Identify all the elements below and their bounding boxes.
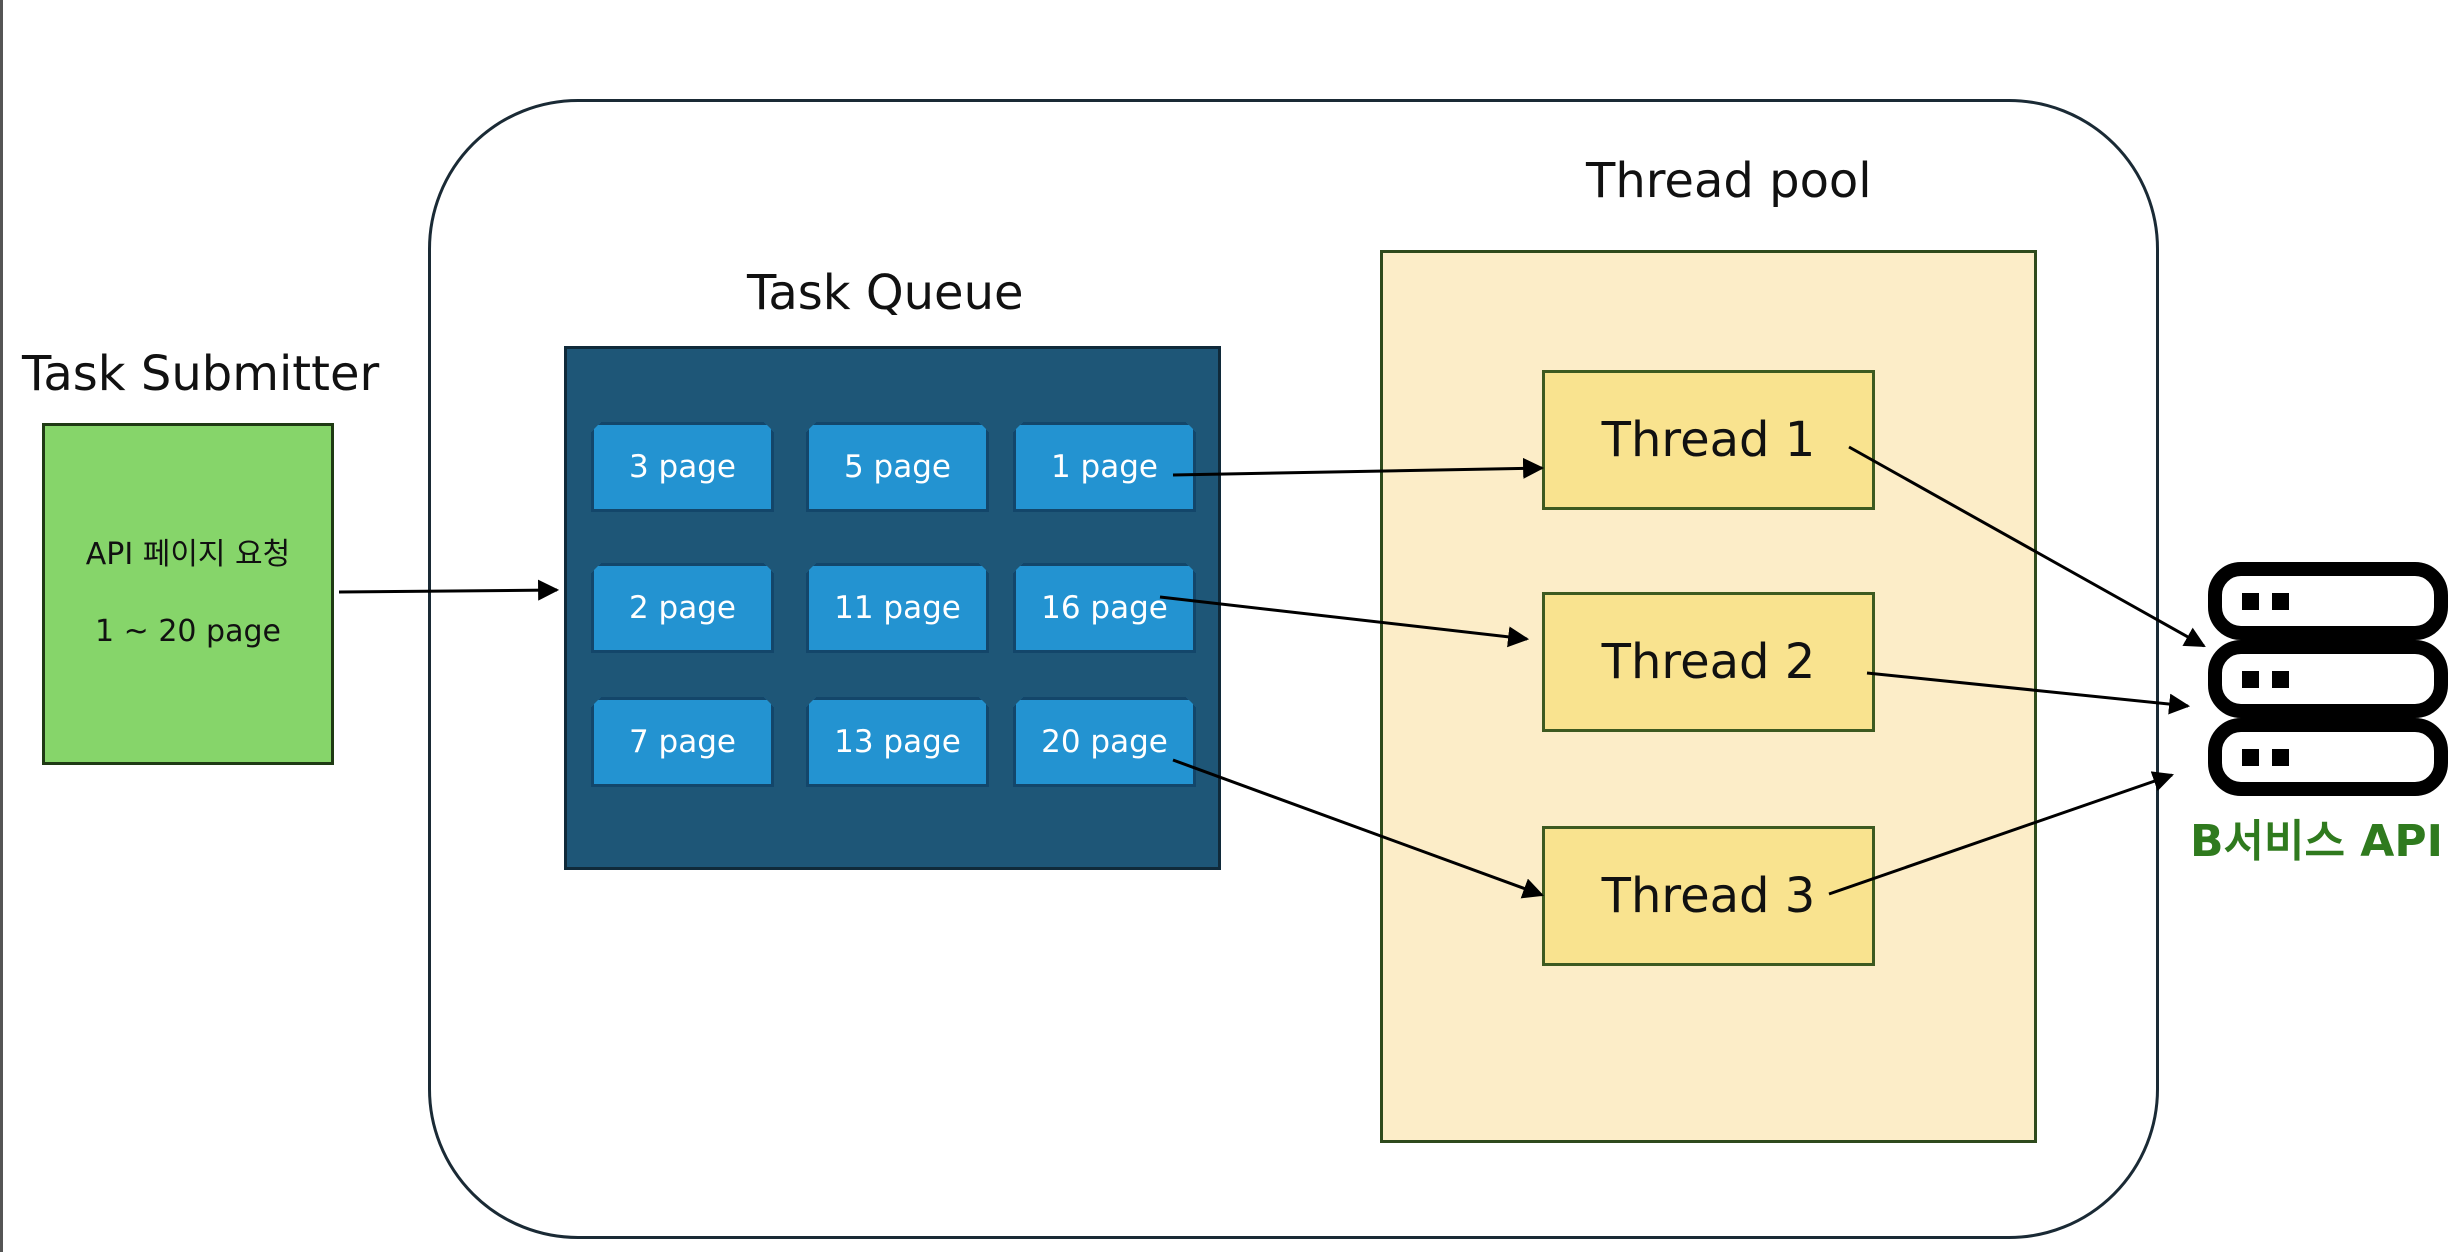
arrow-thread2-to-server xyxy=(1866,671,2191,715)
queue-item: 3 page xyxy=(591,422,774,512)
queue-title: Task Queue xyxy=(747,265,1024,321)
submitter-request-label: API 페이지 요청 xyxy=(85,537,291,572)
task-submitter-box xyxy=(42,423,334,765)
queue-item: 20 page xyxy=(1013,697,1196,787)
arrow-thread3-to-server xyxy=(1828,771,2174,896)
queue-item: 7 page xyxy=(591,697,774,787)
queue-item: 2 page xyxy=(591,563,774,653)
system-container xyxy=(428,99,2159,1239)
queue-item: 11 page xyxy=(806,563,989,653)
arrow-thread1-to-server xyxy=(1848,445,2206,648)
queue-item: 13 page xyxy=(806,697,989,787)
server-icon xyxy=(2208,562,2448,796)
queue-item: 1 page xyxy=(1013,422,1196,512)
queue-item: 5 page xyxy=(806,422,989,512)
thread-1: Thread 1 xyxy=(1542,370,1875,510)
submitter-title: Task Submitter xyxy=(22,346,380,402)
left-edge-line xyxy=(0,0,3,1252)
submitter-range-label: 1 ~ 20 page xyxy=(95,614,281,649)
queue-item: 16 page xyxy=(1013,563,1196,653)
thread-3: Thread 3 xyxy=(1542,826,1875,966)
arrow-20page-to-thread3 xyxy=(1172,758,1544,899)
service-api-label: B서비스 API xyxy=(2190,816,2443,867)
arrow-submitter-to-queue xyxy=(338,579,560,601)
pool-title: Thread pool xyxy=(1586,153,1872,209)
arrow-1page-to-thread1 xyxy=(1172,457,1545,479)
thread-2: Thread 2 xyxy=(1542,592,1875,732)
arrow-16page-to-thread2 xyxy=(1159,595,1530,648)
